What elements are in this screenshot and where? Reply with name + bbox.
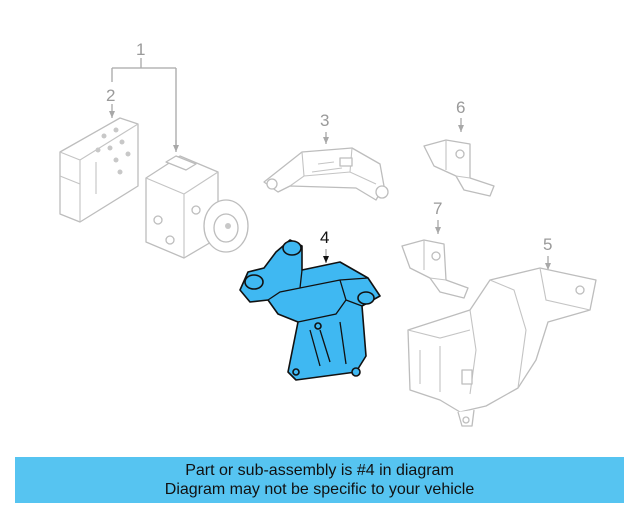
mounting-bracket-part-4: 4 [239,228,381,381]
label-part-5: 5 [543,235,552,254]
leader-part-1 [111,58,179,152]
control-module-part-2 [59,117,139,223]
sensor-bracket-part-7: 7 [401,199,469,299]
label-part-3: 3 [320,111,329,130]
abs-unit-part-1 [145,155,249,259]
caption-line-2: Diagram may not be specific to your vehi… [164,481,475,498]
label-part-2: 2 [106,86,115,105]
caption-line-1: Part or sub-assembly is #4 in diagram [185,462,454,479]
label-part-6: 6 [456,98,465,117]
upper-bracket-part-3: 3 [263,111,389,201]
diagram-caption: Part or sub-assembly is #4 in diagram Di… [15,457,624,503]
sensor-bracket-part-6: 6 [423,98,495,197]
label-part-4: 4 [320,228,329,247]
label-part-1: 1 [136,40,145,59]
housing-part-5: 5 [407,235,597,427]
label-part-7: 7 [433,199,442,218]
